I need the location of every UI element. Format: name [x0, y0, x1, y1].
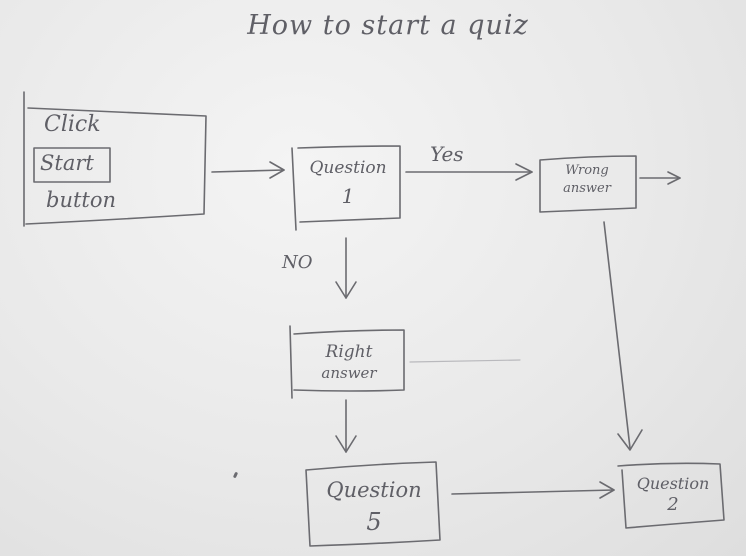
- question2-number: 2: [667, 494, 679, 515]
- right-answer-line2: answer: [321, 364, 377, 382]
- question5-label: Question: [326, 478, 422, 502]
- wrong-answer-line2: answer: [563, 181, 611, 196]
- wrong-answer-line1: Wrong: [565, 163, 609, 178]
- button-label: button: [46, 188, 117, 212]
- wrong-answer-box: [539, 155, 637, 213]
- no-edge-label: NO: [282, 252, 313, 273]
- faint-connector: [409, 359, 521, 363]
- arrow-click-to-q1: [211, 169, 285, 173]
- right-answer-box: [289, 325, 405, 399]
- question1-label: Question: [309, 158, 387, 178]
- click-start-box: [23, 91, 207, 227]
- start-button-label: Start: [40, 151, 94, 175]
- yes-edge-label: Yes: [430, 142, 464, 166]
- question5-number: 5: [366, 508, 382, 536]
- question1-box: [291, 145, 401, 231]
- question2-box: [617, 462, 725, 529]
- question1-number: 1: [341, 184, 355, 208]
- diagram-title: How to start a quiz: [247, 10, 529, 41]
- arrow-q5-to-q2: [451, 489, 615, 495]
- question2-label: Question: [636, 474, 710, 493]
- arrow-wrong-to-q2: [603, 221, 631, 449]
- click-label: Click: [44, 112, 101, 137]
- start-inner-box: [33, 147, 111, 183]
- right-answer-line1: Right: [325, 342, 373, 362]
- question5-box: [305, 461, 441, 547]
